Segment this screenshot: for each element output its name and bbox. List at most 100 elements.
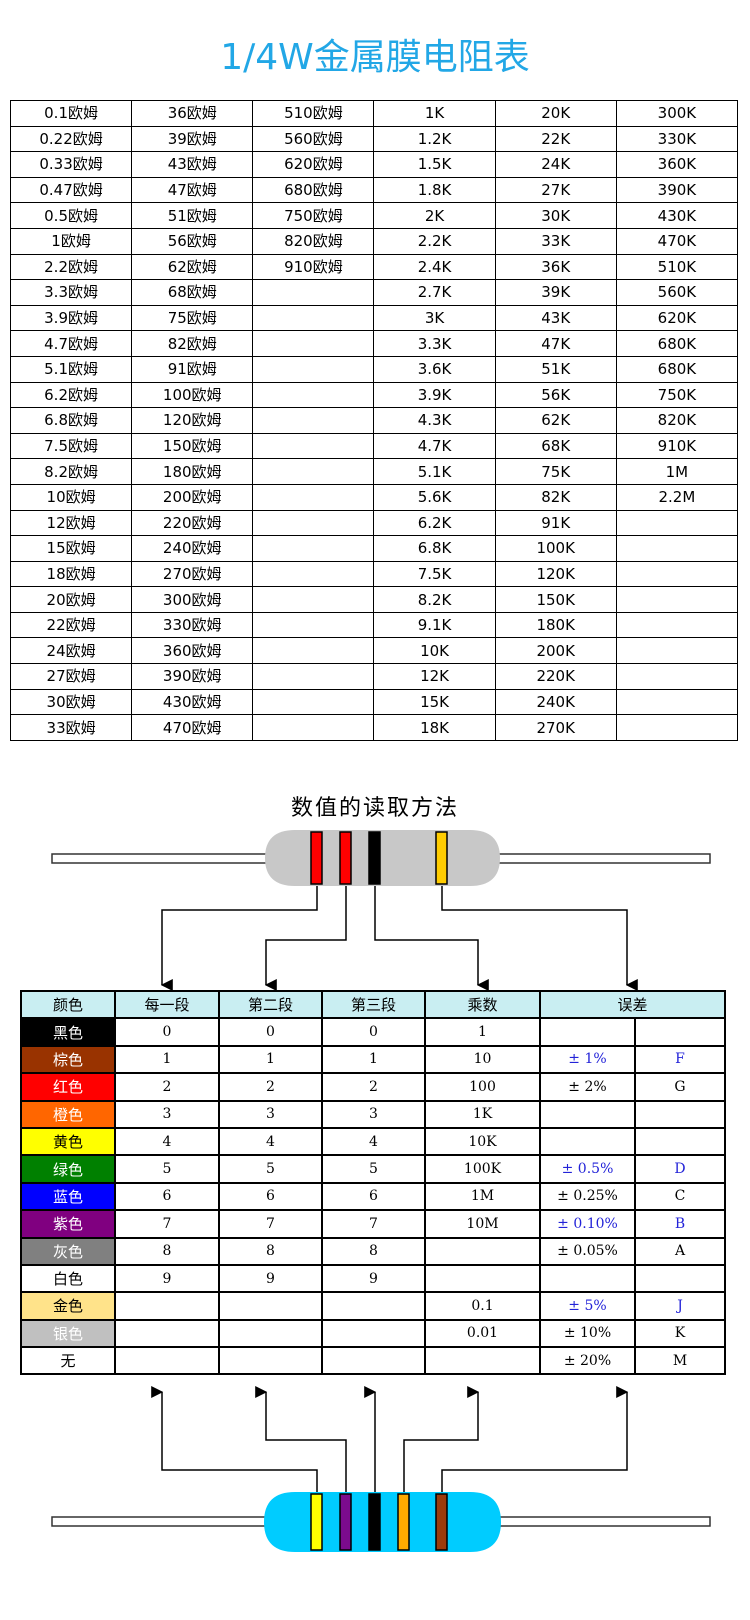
- tolerance-code-cell: B: [633, 1209, 727, 1239]
- tolerance-code-cell: K: [633, 1318, 727, 1349]
- value-cell: 270K: [494, 714, 617, 741]
- tolerance-cell: ± 2%: [539, 1072, 636, 1102]
- third-band-cell: [321, 1318, 426, 1349]
- value-cell: 510欧姆: [252, 100, 375, 127]
- value-cell: 360欧姆: [131, 637, 254, 665]
- value-cell: 33欧姆: [9, 714, 133, 741]
- multiplier-cell: 100: [424, 1072, 541, 1102]
- value-cell: [615, 714, 739, 741]
- tolerance-code-cell: A: [633, 1236, 727, 1266]
- tolerance-code-cell: M: [633, 1346, 727, 1376]
- value-cell: 22K: [494, 125, 617, 153]
- value-cell: 750欧姆: [252, 202, 375, 229]
- value-cell: 470K: [615, 227, 739, 255]
- value-cell: 15欧姆: [9, 535, 133, 562]
- value-cell: 430欧姆: [131, 688, 254, 716]
- value-cell: 7.5K: [373, 560, 496, 588]
- value-cell: 47欧姆: [131, 176, 254, 204]
- second-band-cell: 5: [218, 1154, 323, 1184]
- value-cell: 62K: [494, 407, 617, 434]
- value-cell: 620K: [615, 304, 739, 332]
- first-band-cell: 1: [114, 1044, 220, 1075]
- tolerance-cell: ± 0.5%: [539, 1154, 636, 1184]
- first-band-cell: 0: [114, 1017, 220, 1047]
- header-color: 颜色: [20, 989, 116, 1020]
- value-cell: 300K: [615, 100, 739, 127]
- second-band-cell: 6: [218, 1181, 323, 1212]
- value-cell: 360K: [615, 151, 739, 178]
- value-cell: 20K: [494, 100, 617, 127]
- value-cell: [252, 714, 375, 741]
- value-cell: 0.22欧姆: [9, 125, 133, 153]
- color-name-cell: 紫色: [20, 1209, 116, 1239]
- color-name-cell: 蓝色: [20, 1181, 116, 1212]
- value-cell: 330K: [615, 125, 739, 153]
- value-cell: 2.4K: [373, 253, 496, 281]
- value-cell: [615, 637, 739, 665]
- third-band-cell: 2: [321, 1072, 426, 1102]
- color-band: [397, 1493, 410, 1551]
- color-name-cell: 黑色: [20, 1017, 116, 1047]
- table-row: 无± 20%M: [20, 1346, 727, 1376]
- value-cell: 4.7欧姆: [9, 330, 133, 357]
- first-band-cell: 7: [114, 1209, 220, 1239]
- tolerance-code-cell: G: [633, 1072, 727, 1102]
- multiplier-cell: 0.1: [424, 1291, 541, 1321]
- multiplier-cell: 10M: [424, 1209, 541, 1239]
- color-name-cell: 黄色: [20, 1126, 116, 1157]
- value-cell: [615, 688, 739, 716]
- value-cell: 4.3K: [373, 407, 496, 434]
- value-cell: 470欧姆: [131, 714, 254, 741]
- third-band-cell: 3: [321, 1099, 426, 1129]
- tolerance-cell: ± 0.25%: [539, 1181, 636, 1212]
- bottom-resistor: [51, 1492, 711, 1552]
- tolerance-code-cell: D: [633, 1154, 727, 1184]
- value-cell: 22欧姆: [9, 611, 133, 639]
- second-band-cell: 1: [218, 1044, 323, 1075]
- header-second-band: 第二段: [218, 989, 323, 1020]
- third-band-cell: 4: [321, 1126, 426, 1157]
- value-cell: 180欧姆: [131, 458, 254, 485]
- second-band-cell: 4: [218, 1126, 323, 1157]
- value-cell: 36欧姆: [131, 100, 254, 127]
- value-cell: 30K: [494, 202, 617, 229]
- color-band: [339, 831, 352, 885]
- value-cell: 330欧姆: [131, 611, 254, 639]
- value-cell: 51K: [494, 355, 617, 383]
- third-band-cell: 0: [321, 1017, 426, 1047]
- value-cell: 220欧姆: [131, 509, 254, 537]
- tolerance-cell: [539, 1126, 636, 1157]
- color-band: [368, 1493, 381, 1551]
- color-name-cell: 棕色: [20, 1044, 116, 1075]
- third-band-cell: [321, 1291, 426, 1321]
- multiplier-cell: 1M: [424, 1181, 541, 1212]
- value-cell: [252, 663, 375, 690]
- value-cell: 5.6K: [373, 483, 496, 511]
- tolerance-cell: [539, 1017, 636, 1047]
- value-cell: [252, 330, 375, 357]
- color-band: [435, 1493, 448, 1551]
- tolerance-cell: ± 0.05%: [539, 1236, 636, 1266]
- tolerance-code-cell: [633, 1126, 727, 1157]
- value-cell: [252, 586, 375, 613]
- multiplier-cell: 100K: [424, 1154, 541, 1184]
- top-resistor: [51, 830, 711, 886]
- value-cell: 10欧姆: [9, 483, 133, 511]
- value-cell: 4.7K: [373, 432, 496, 460]
- value-cell: 33K: [494, 227, 617, 255]
- value-cell: 91欧姆: [131, 355, 254, 383]
- first-band-cell: 3: [114, 1099, 220, 1129]
